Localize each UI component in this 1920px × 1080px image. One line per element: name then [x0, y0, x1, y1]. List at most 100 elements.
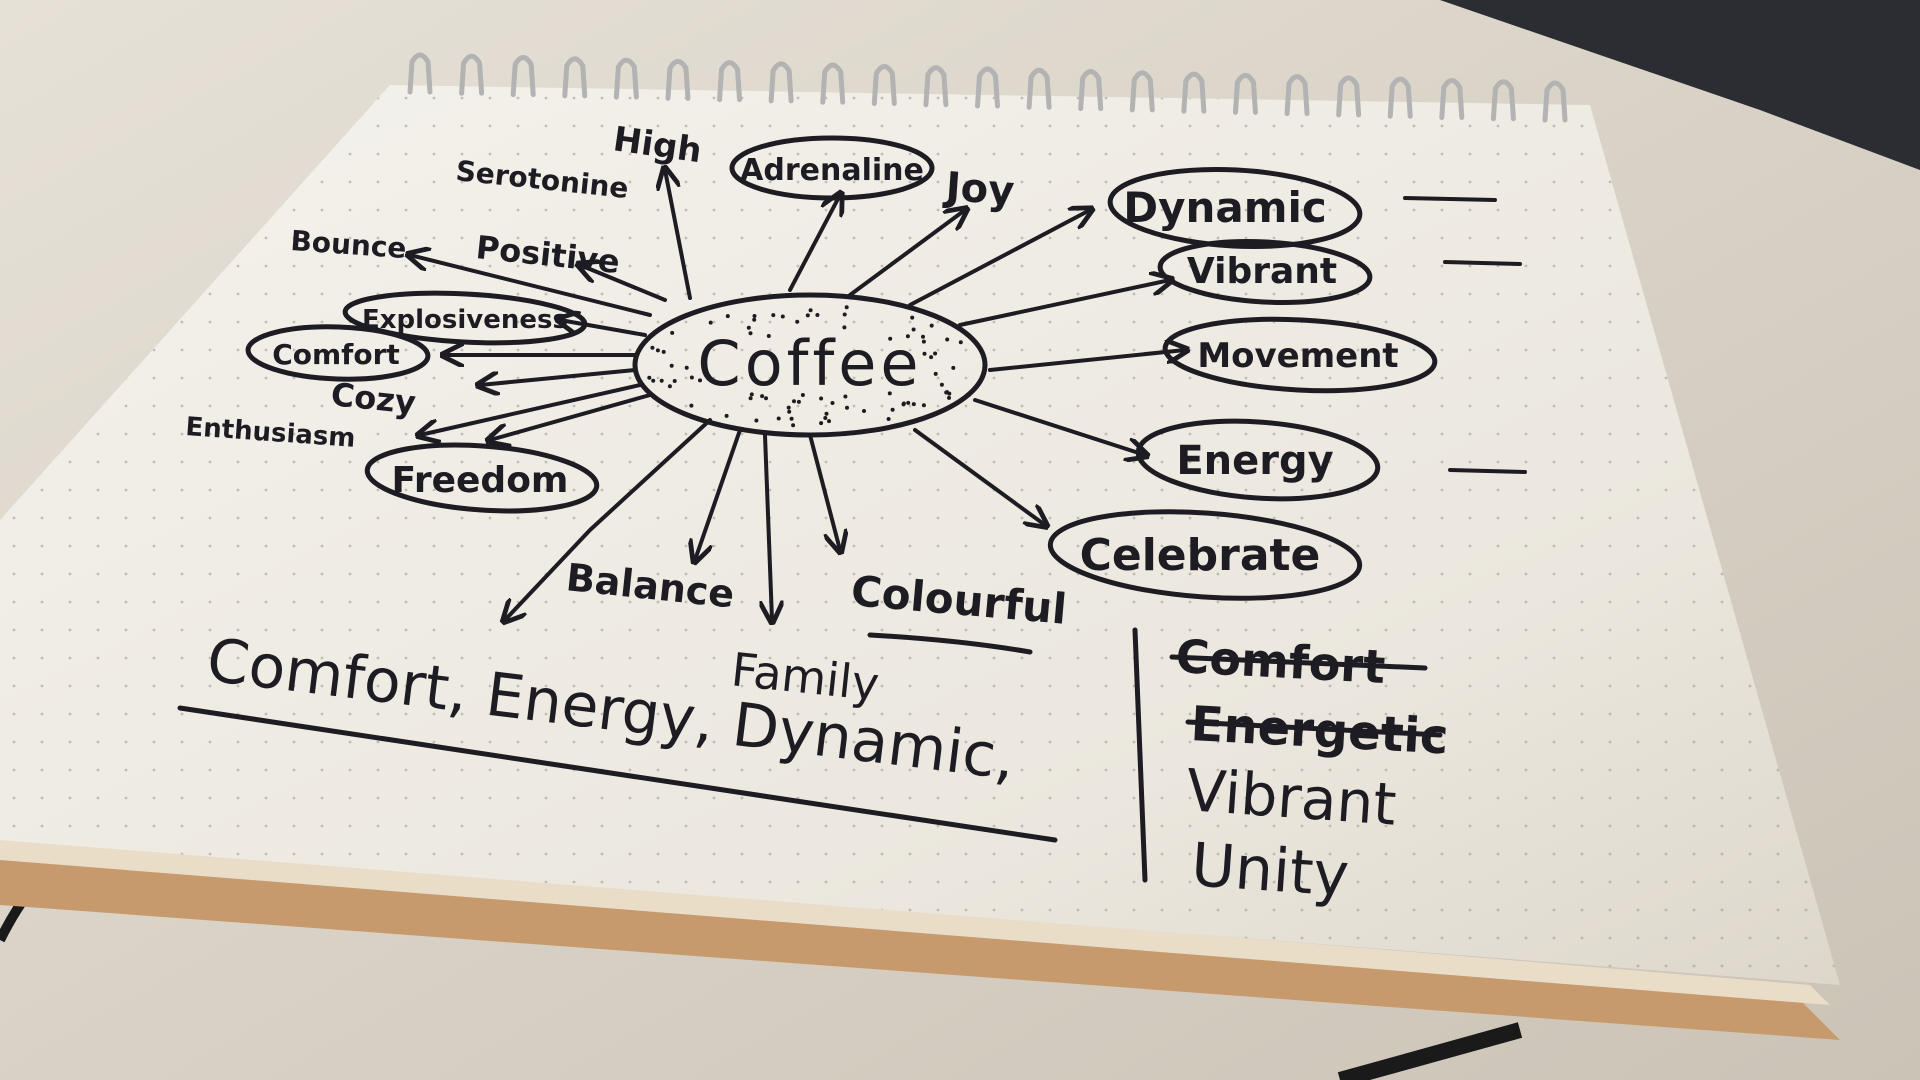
side-divider	[1132, 627, 1148, 883]
speckle-dot	[752, 317, 757, 322]
speckle-dot	[911, 327, 916, 332]
speckle-dot	[748, 396, 753, 401]
dash-3	[1448, 468, 1527, 474]
dash-2	[1443, 260, 1522, 266]
speckle-dot	[724, 413, 729, 418]
vibrant-ellipse	[1157, 239, 1373, 305]
speckle-dot	[684, 365, 689, 370]
movement-ellipse	[1162, 316, 1438, 394]
speckle-dot	[805, 313, 810, 318]
arrow-positive	[580, 265, 667, 302]
speckle-dot	[800, 393, 805, 397]
spiral-ring	[1387, 76, 1413, 119]
dot-grid	[0, 85, 1840, 985]
speckle-dot	[947, 395, 951, 400]
word-comfort: Comfort	[272, 338, 400, 371]
arrow-high	[665, 170, 692, 300]
speckle-dot	[655, 348, 660, 353]
celebrate-ellipse	[1047, 509, 1363, 601]
word-movement: Movement	[1197, 336, 1398, 376]
speckle-dot	[842, 325, 847, 330]
speckle-dot	[795, 319, 800, 324]
spiral-ring	[768, 61, 794, 104]
spiral-ring	[613, 57, 639, 100]
speckle-dot	[786, 405, 791, 410]
speckle-dot	[667, 384, 672, 389]
cable	[1337, 1022, 1523, 1080]
speckle-dot	[789, 416, 794, 421]
speckle-dot	[888, 336, 893, 341]
speckle-dot	[901, 401, 906, 406]
speckle-dot	[650, 345, 655, 350]
speckle-dot	[780, 314, 785, 319]
arrow-vibrant	[958, 280, 1170, 327]
arrow-balance	[695, 428, 742, 560]
speckle-dot	[669, 363, 674, 368]
side-item-vibrant: Vibrant	[1184, 756, 1398, 838]
speckle-dot	[945, 337, 950, 342]
dynamic-ellipse	[1107, 166, 1363, 250]
speckle-dot	[922, 351, 927, 356]
speckle-dot	[808, 308, 813, 313]
speckle-dot	[905, 334, 910, 339]
speckle-dot	[698, 378, 702, 383]
speckle-dot	[672, 379, 677, 383]
laptop-corner	[1440, 0, 1920, 170]
speckle-dot	[819, 421, 824, 426]
word-dynamic: Dynamic	[1123, 183, 1327, 232]
arrow-explosiveness	[560, 320, 647, 337]
speckle-dot	[823, 416, 828, 420]
word-freedom: Freedom	[392, 460, 569, 501]
speckle-dot	[752, 314, 757, 318]
strike-energetic	[1185, 719, 1443, 738]
dash-1	[1403, 196, 1497, 202]
arrow-bounce	[410, 255, 652, 317]
spiral-ring	[871, 64, 897, 106]
center-word: Coffee	[697, 327, 922, 400]
adrenaline-ellipse	[729, 135, 935, 201]
speckle-dot	[933, 351, 938, 356]
speckle-dot	[945, 390, 949, 395]
spiral-ring	[407, 52, 433, 95]
speckle-dot	[921, 403, 926, 408]
speckle-dot	[791, 423, 796, 428]
speckle-dot	[754, 418, 759, 423]
speckle-dot	[689, 375, 694, 380]
freedom-ellipse	[364, 442, 600, 514]
speckle-dot	[659, 378, 664, 383]
speckle-dot	[844, 305, 849, 310]
speckle-dot	[748, 331, 753, 336]
speckle-dot	[911, 402, 916, 407]
spiral-ring	[975, 66, 1000, 109]
speckle-dot	[746, 325, 751, 330]
speckle-dot	[725, 314, 730, 319]
speckle-dot	[845, 405, 849, 410]
speckle-dot	[906, 400, 911, 405]
side-list: Comfort Energetic Vibrant Unity	[1169, 629, 1450, 911]
arrow-energy	[973, 398, 1145, 455]
word-celebrate: Celebrate	[1080, 530, 1321, 581]
spiral-ring	[1181, 71, 1207, 114]
speckle-dot	[843, 394, 848, 399]
arrow-family	[765, 433, 772, 620]
speckle-dot	[939, 382, 944, 387]
word-energy: Energy	[1176, 438, 1333, 484]
speckle-dot	[890, 407, 895, 412]
speckle-dot	[796, 399, 801, 404]
speckle-dot	[815, 313, 820, 317]
speckle-dot	[921, 339, 926, 344]
speckle-dot	[749, 392, 754, 397]
speckle-dot	[771, 313, 776, 318]
arrow-cozy	[480, 368, 637, 385]
speckle-dot	[910, 315, 915, 320]
arrow-bottom-left	[505, 418, 712, 620]
speckle-dot	[921, 334, 925, 339]
speckle-dot	[819, 396, 824, 401]
speckle-dot	[689, 403, 694, 408]
speckle-dot	[842, 312, 847, 317]
speckle-dot	[824, 411, 829, 416]
word-joy: Joy	[941, 164, 1015, 215]
spiral-ring	[1439, 78, 1465, 120]
spiral-ring	[665, 58, 691, 101]
